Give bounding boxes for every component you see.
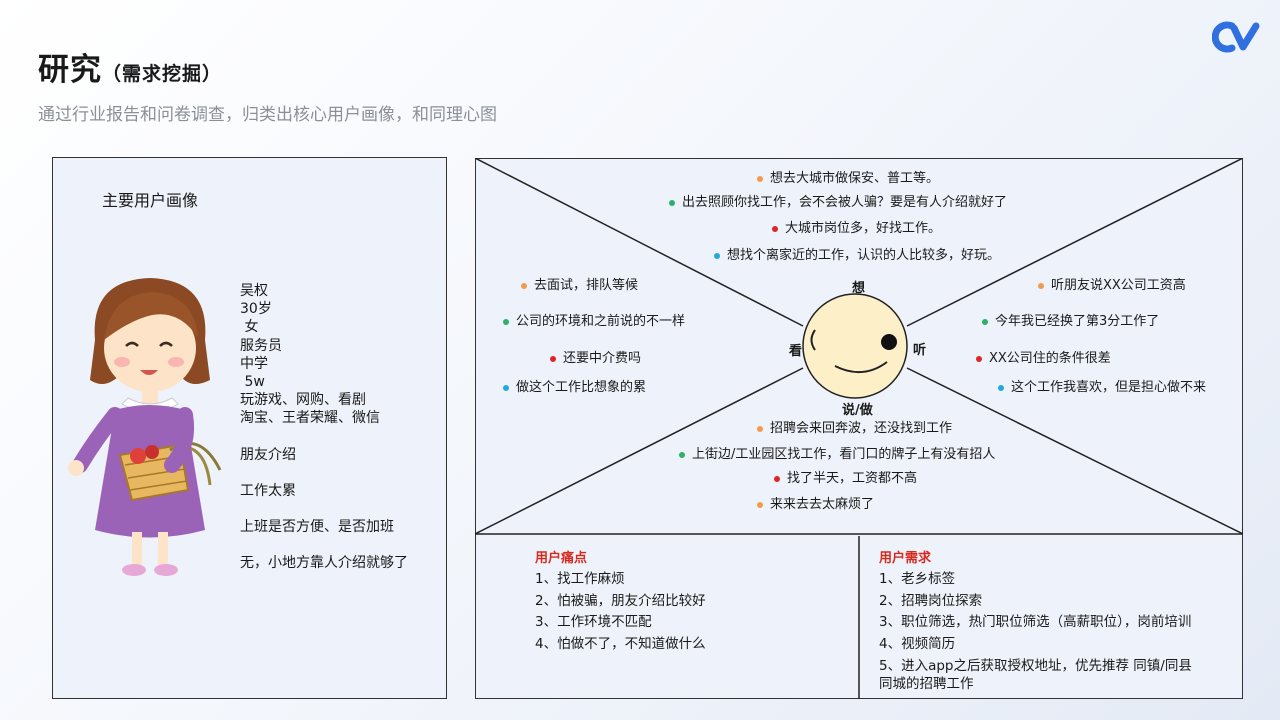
bullet-icon — [1038, 283, 1044, 289]
bullet-icon — [976, 356, 982, 362]
bullet-icon — [503, 385, 509, 391]
persona-title: 主要用户画像 — [102, 191, 199, 210]
pain-point-item: 4、怕做不了，不知道做什么 — [535, 636, 706, 652]
see-item: 还要中介费吗 — [550, 351, 641, 367]
bullet-icon — [998, 385, 1004, 391]
label-hear: 听 — [913, 343, 927, 358]
bullet-icon — [757, 426, 763, 432]
persona-name: 吴权 — [240, 283, 268, 299]
pain-point-item: 2、怕被骗，朋友介绍比较好 — [535, 593, 706, 609]
hear-item: XX公司住的条件很差 — [976, 351, 1111, 367]
persona-education: 中学 — [240, 355, 268, 372]
think-item: 出去照顾你找工作，会不会被人骗？要是有人介绍就好了 — [669, 195, 1007, 211]
persona-age: 30岁 — [240, 301, 272, 318]
pain-point-item: 3、工作环境不匹配 — [535, 614, 652, 630]
see-item: 去面试，排队等候 — [521, 278, 638, 294]
page-title: 研究（需求挖掘） — [38, 52, 223, 88]
bullet-icon — [774, 476, 780, 482]
persona-concern: 上班是否方便、是否加班 — [240, 519, 394, 536]
pain-point-item: 1、找工作麻烦 — [535, 571, 625, 587]
persona-details: 吴权 30岁 女 服务员 中学 5w 玩游戏、网购、看剧 淘宝、王者荣耀、微信 … — [240, 282, 408, 572]
bullet-icon — [757, 502, 763, 508]
say-do-item: 来来去去太麻烦了 — [757, 497, 874, 513]
label-think: 想 — [852, 281, 866, 296]
say-do-item: 上街边/工业园区找工作，看门口的牌子上有没有招人 — [679, 447, 995, 463]
need-item: 2、招聘岗位探索 — [879, 593, 983, 609]
bullet-icon — [669, 200, 675, 206]
need-item: 同城的招聘工作 — [879, 676, 974, 692]
center-face-icon — [802, 293, 908, 399]
persona-hobbies: 玩游戏、网购、看剧 — [240, 392, 366, 409]
page-title-sub: （需求挖掘） — [102, 63, 223, 85]
bullet-icon — [757, 176, 763, 182]
page-subtitle: 通过行业报告和问卷调查，归类出核心用户画像，和同理心图 — [38, 105, 497, 125]
bullet-icon — [550, 356, 556, 362]
persona-avatar-icon — [68, 278, 222, 576]
persona-channel: 朋友介绍 — [240, 446, 296, 463]
bullet-icon — [521, 283, 527, 289]
brand-logo-icon — [1212, 21, 1260, 53]
need-item: 5、进入app之后获取授权地址，优先推荐 同镇/同县 — [879, 658, 1192, 674]
hear-item: 今年我已经换了第3分工作了 — [982, 314, 1159, 330]
think-item: 想找个离家近的工作，认识的人比较多，好玩。 — [714, 248, 1000, 264]
empathy-map-lines — [475, 158, 1243, 699]
think-item: 大城市岗位多，好找工作。 — [772, 221, 941, 237]
need-item: 4、视频简历 — [879, 636, 956, 652]
bullet-icon — [714, 253, 720, 259]
persona-gender: 女 — [240, 319, 259, 336]
need-item: 1、老乡标签 — [879, 571, 956, 587]
say-do-item: 找了半天，工资都不高 — [774, 471, 917, 487]
pain-points-title: 用户痛点 — [535, 551, 588, 566]
persona-pain: 工作太累 — [240, 482, 296, 499]
persona-occupation: 服务员 — [240, 337, 282, 354]
see-item: 公司的环境和之前说的不一样 — [503, 314, 685, 330]
see-item: 做这个工作比想象的累 — [503, 380, 646, 396]
persona-apps: 淘宝、王者荣耀、微信 — [240, 410, 380, 427]
hear-item: 这个工作我喜欢，但是担心做不来 — [998, 380, 1206, 396]
label-say-do: 说/做 — [842, 403, 873, 418]
need-item: 3、职位筛选，热门职位筛选（高薪职位），岗前培训 — [879, 614, 1192, 630]
hear-item: 听朋友说XX公司工资高 — [1038, 278, 1186, 294]
think-item: 想去大城市做保安、普工等。 — [757, 171, 939, 187]
needs-title: 用户需求 — [879, 551, 932, 566]
persona-income: 5w — [240, 374, 265, 391]
say-do-item: 招聘会来回奔波，还没找到工作 — [757, 421, 952, 437]
bullet-icon — [503, 319, 509, 325]
persona-note: 无，小地方靠人介绍就够了 — [240, 555, 408, 572]
bullet-icon — [772, 226, 778, 232]
label-see: 看 — [789, 344, 803, 359]
bullet-icon — [982, 319, 988, 325]
bullet-icon — [679, 452, 685, 458]
